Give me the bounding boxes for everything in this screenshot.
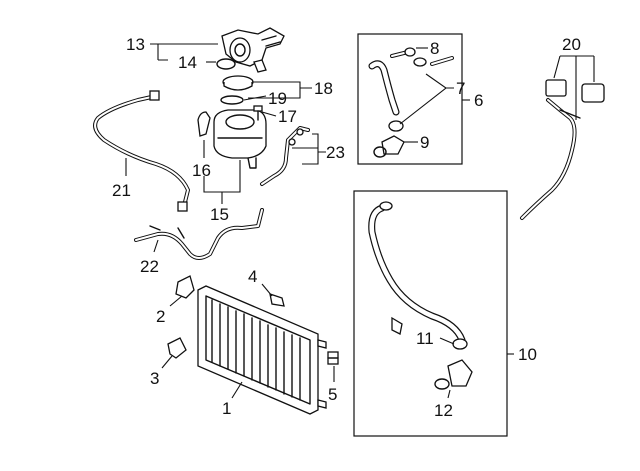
clamp-hose-9 [373, 120, 405, 158]
o-ring-14 [216, 58, 236, 70]
callout-2: 2 [156, 307, 165, 326]
callout-1: 1 [222, 399, 231, 418]
bracket-3 [167, 337, 187, 359]
callout-16: 16 [192, 161, 211, 180]
coolant-pipe-22 [134, 208, 264, 260]
callout-3: 3 [150, 369, 159, 388]
group-box-6 [357, 33, 463, 165]
callout-10: 10 [518, 345, 537, 364]
coolant-hose-23 [260, 126, 310, 186]
tank-sensor-16 [197, 111, 211, 137]
callout-9: 9 [420, 133, 429, 152]
callout-13: 13 [126, 35, 145, 54]
callout-22: 22 [140, 257, 159, 276]
callout-12: 12 [434, 401, 453, 420]
callout-23: 23 [326, 143, 345, 162]
bleeder-hose [93, 90, 190, 212]
connector-12 [434, 359, 473, 390]
callout-7: 7 [456, 79, 465, 98]
sensor-20b [581, 83, 605, 103]
callout-labels: 1 2 3 4 5 6 7 8 9 10 11 12 13 14 15 16 1… [112, 35, 581, 420]
clamp-11 [391, 316, 468, 350]
callout-21: 21 [112, 181, 131, 200]
thermostat-housing [221, 27, 285, 73]
callout-4: 4 [248, 267, 257, 286]
hose-7 [368, 50, 454, 116]
leader-lines [125, 43, 595, 399]
callout-17: 17 [278, 107, 297, 126]
expansion-tank [213, 109, 267, 169]
callout-6: 6 [474, 91, 483, 110]
bracket-2 [175, 275, 195, 299]
clamp-8 [404, 47, 416, 57]
callout-19: 19 [268, 89, 287, 108]
callout-5: 5 [328, 385, 337, 404]
callout-11: 11 [416, 329, 434, 348]
radiator-hose-10 [368, 201, 466, 344]
callout-8: 8 [430, 39, 439, 58]
callout-20: 20 [562, 35, 581, 54]
temperature-sensor-4 [269, 293, 285, 307]
radiator [197, 285, 327, 415]
callout-14: 14 [178, 53, 197, 72]
callout-18: 18 [314, 79, 333, 98]
sensor-20a [545, 79, 567, 97]
bolt-17 [253, 105, 263, 121]
coolant-pipe-20 [520, 98, 581, 220]
group-box-10 [353, 190, 508, 437]
expansion-tank-cap [222, 75, 254, 91]
drain-plug-5 [327, 351, 339, 365]
cap-seal [220, 95, 244, 105]
callout-15: 15 [210, 205, 229, 224]
